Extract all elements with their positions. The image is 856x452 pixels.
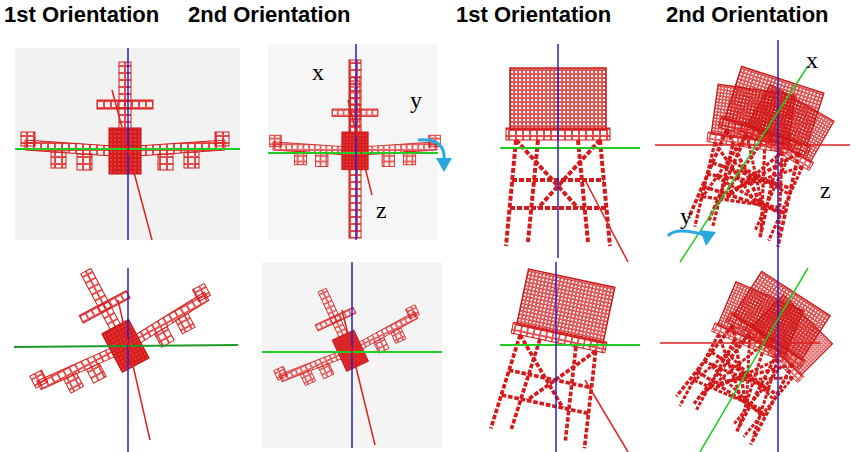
column-heading: 2nd Orientation: [666, 2, 829, 28]
column-heading: 2nd Orientation: [188, 2, 351, 28]
axis-label: y: [678, 204, 694, 228]
axis-label: x: [804, 48, 820, 72]
axis-label: x: [310, 60, 326, 84]
axis-label: z: [374, 198, 389, 222]
axis-label: y: [408, 88, 424, 112]
column-heading: 1st Orientation: [4, 2, 159, 28]
column-heading: 1st Orientation: [456, 2, 611, 28]
axis-label: z: [818, 178, 833, 202]
